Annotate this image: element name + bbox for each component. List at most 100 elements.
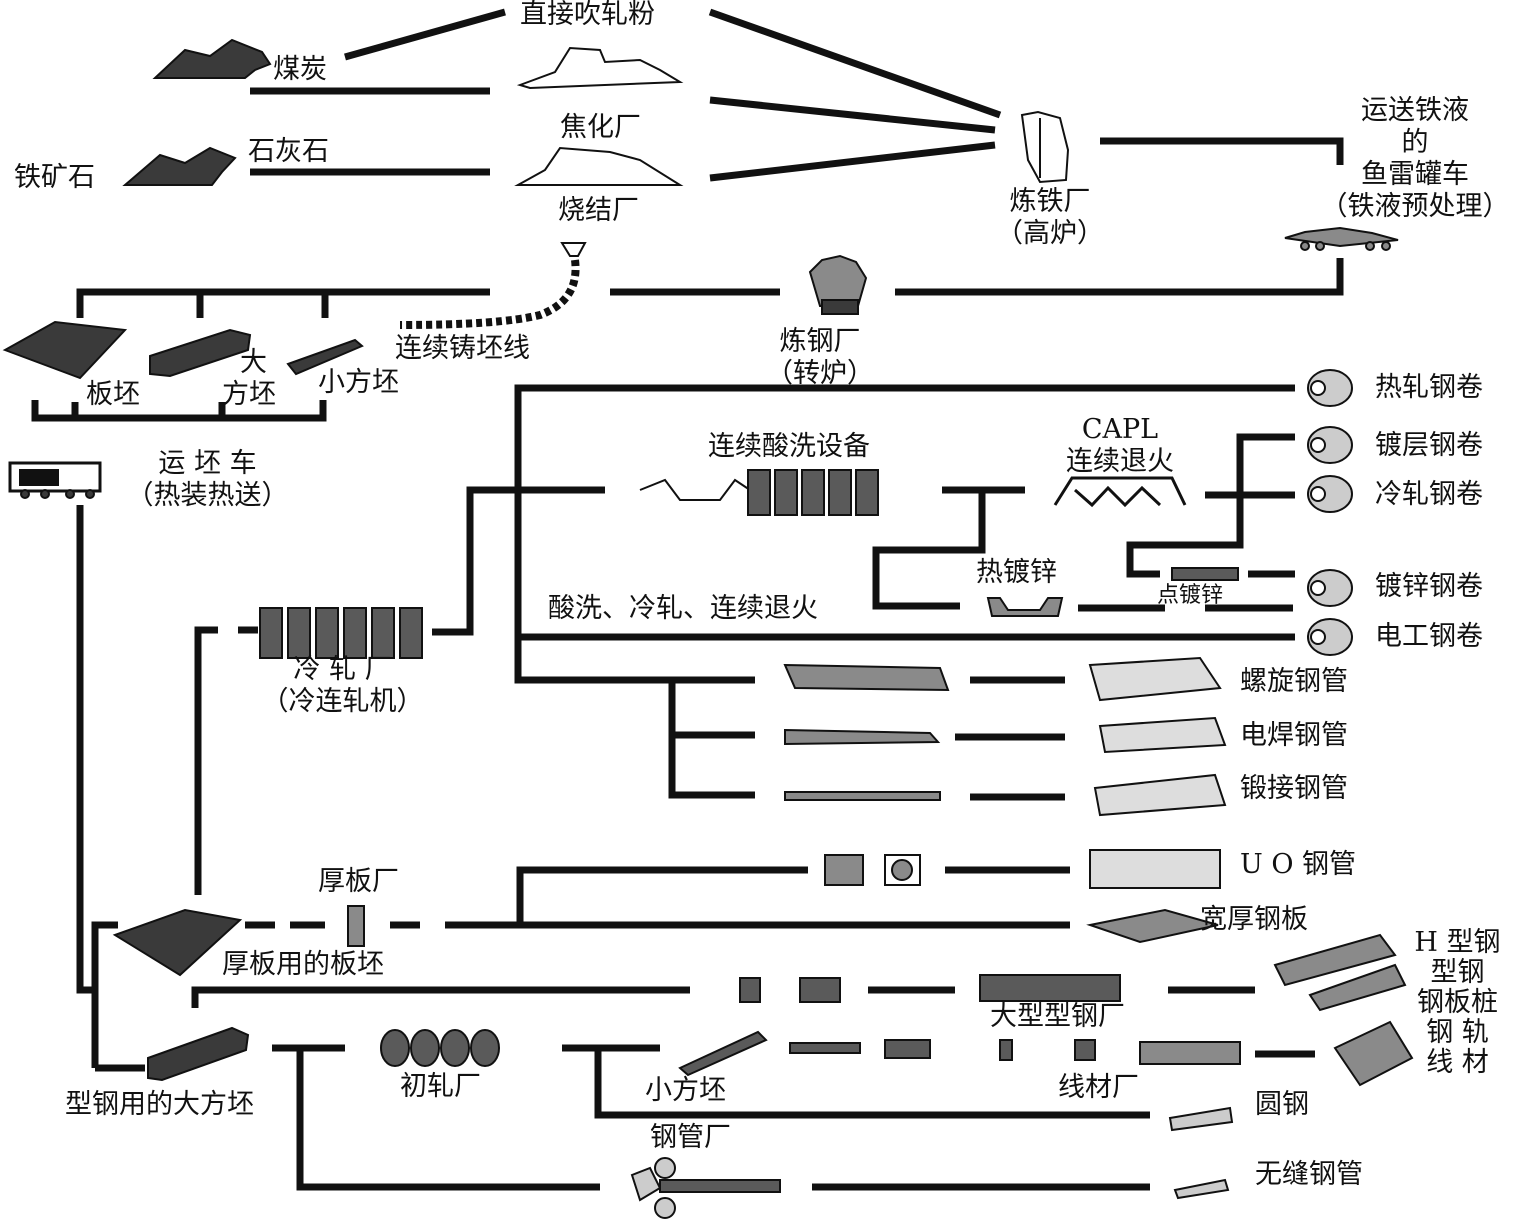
label-section-products: H 型钢 型钢 钢板桩 钢 轨 线 材	[1400, 928, 1515, 1078]
label-blooming-mill: 初轧厂	[400, 1071, 481, 1102]
tube-mill-icon	[630, 1157, 1230, 1219]
label-limestone: 石灰石	[248, 136, 329, 167]
label-cold-mill-line1: 冷 轧 厂	[293, 654, 392, 685]
flow-line	[708, 8, 1002, 119]
flow-line	[594, 1048, 1150, 1119]
flow-line	[76, 505, 95, 994]
slab-icon	[2, 320, 128, 380]
label-steelmaking-line1: 炼钢厂	[779, 326, 861, 357]
blooming-mill-icon	[380, 1029, 500, 1067]
label-slab: 板坯	[86, 379, 140, 410]
steel-sheet-icon	[1086, 908, 1219, 944]
label-ironmaking-line2: （高炉）	[996, 218, 1104, 249]
label-iron-ore: 铁矿石	[14, 162, 95, 193]
label-section-mill: 大型型钢厂	[990, 1001, 1125, 1032]
label-plate-mill: 厚板厂	[318, 866, 399, 897]
transfer-car-icon	[8, 461, 102, 499]
flow-line	[191, 986, 690, 1008]
flow-line	[516, 866, 808, 925]
ore-pile-icon	[122, 146, 237, 186]
flow-line	[514, 384, 1295, 684]
label-steelmaking: 炼钢厂 （转炉）	[760, 326, 880, 390]
label-torpedo-car: 运送铁液 的 鱼雷罐车 （铁液预处理）	[1310, 95, 1520, 223]
flow-line	[31, 400, 327, 422]
label-seamless-pipe: 无缝钢管	[1255, 1159, 1363, 1190]
pipe-bundle-icon	[783, 656, 1227, 889]
flow-line	[296, 1048, 600, 1191]
label-pcl-route: 酸洗、冷轧、连续退火	[548, 593, 818, 624]
galvanizing-bath-icon	[1171, 567, 1239, 581]
label-electrical-steel-coil: 电工钢卷	[1375, 621, 1483, 652]
label-direct-injection: 直接吹轧粉	[520, 0, 655, 30]
blast-furnace-icon	[1020, 110, 1070, 184]
bloom-icon	[149, 328, 252, 378]
label-bloom-for-sections: 型钢用的大方坯	[65, 1089, 254, 1120]
billet-icon	[286, 338, 364, 376]
galvanizing-bath-icon	[986, 597, 1064, 617]
label-torpedo-line3: 鱼雷罐车	[1361, 159, 1469, 190]
label-wire-mill: 线材厂	[1058, 1072, 1139, 1103]
flow-lines	[31, 8, 1344, 1191]
label-round-bar: 圆钢	[1255, 1089, 1309, 1120]
label-steelmaking-line2: （转炉）	[766, 358, 874, 389]
flow-line	[709, 141, 996, 182]
flow-line	[872, 490, 986, 610]
plate-mill-icon	[347, 905, 365, 947]
label-small-billet: 小方坯	[645, 1075, 726, 1106]
label-cold-mill: 冷 轧 厂 （冷连轧机）	[245, 654, 440, 718]
bloom-icon	[147, 1026, 250, 1082]
flow-line	[432, 486, 520, 636]
flow-line	[1126, 433, 1295, 578]
label-transfer-line1: 运 坯 车	[158, 448, 257, 479]
label-capl: CAPL 连续退火	[1055, 414, 1185, 478]
label-continuous-casting: 连续铸坯线	[395, 333, 530, 364]
label-hot-rolled-coil: 热轧钢卷	[1375, 372, 1483, 403]
sinter-plant-icon	[514, 146, 684, 186]
label-hot-dip-galvanizing: 热镀锌	[976, 557, 1057, 588]
label-ironmaking-line1: 炼铁厂	[1009, 186, 1091, 217]
label-heavy-plate: 宽厚钢板	[1200, 904, 1308, 935]
process-icons	[2, 38, 1414, 1219]
label-capl-line2: 连续退火	[1066, 446, 1174, 477]
pickling-line-icon	[639, 469, 879, 516]
flow-line	[344, 8, 506, 61]
label-bloom-2: 方坯	[222, 379, 276, 410]
label-cold-rolled-coil: 冷轧钢卷	[1375, 479, 1483, 510]
label-uo-pipe: U O 钢管	[1240, 849, 1357, 880]
label-electro-galvanizing: 点镀锌	[1157, 583, 1224, 608]
label-butt-weld-pipe: 锻接钢管	[1240, 773, 1348, 804]
label-torpedo-line2: 的	[1401, 127, 1429, 158]
slab-icon	[112, 908, 243, 977]
label-sinter-plant: 烧结厂	[558, 195, 639, 226]
flow-line	[709, 96, 996, 134]
label-ironmaking: 炼铁厂 （高炉）	[990, 186, 1110, 250]
cold-mill-stand-icon	[259, 607, 423, 659]
label-sheet-pile: 钢板桩	[1417, 987, 1498, 1018]
continuous-caster-icon	[399, 242, 587, 329]
label-bloom-1: 大	[240, 347, 267, 378]
flow-line	[194, 626, 218, 895]
label-erw-pipe: 电焊钢管	[1240, 720, 1348, 751]
label-h-beam: H 型钢	[1414, 927, 1501, 958]
flow-line	[668, 680, 755, 799]
flow-line	[1100, 137, 1344, 165]
coke-oven-icon	[516, 46, 684, 90]
label-pickling-line: 连续酸洗设备	[708, 431, 870, 462]
label-galvanized-coil: 镀锌钢卷	[1375, 571, 1483, 602]
label-billet: 小方坯	[318, 367, 399, 398]
label-coal: 煤炭	[273, 54, 327, 85]
label-plate-slab: 厚板用的板坯	[222, 949, 384, 980]
label-wire-rod: 线 材	[1426, 1047, 1489, 1078]
label-transfer-line2: （热装热送）	[126, 480, 289, 511]
label-rail: 钢 轨	[1426, 1017, 1489, 1048]
flow-line	[91, 921, 118, 1068]
label-tube-mill: 钢管厂	[650, 1122, 731, 1153]
flow-line	[895, 258, 1344, 296]
label-transfer-car: 运 坯 车 （热装热送）	[110, 448, 305, 512]
coil-icon	[1307, 369, 1353, 656]
label-coated-coil: 镀层钢卷	[1375, 430, 1483, 461]
label-spiral-pipe: 螺旋钢管	[1240, 666, 1348, 697]
wire-rod-mill-icon	[678, 1020, 1414, 1132]
